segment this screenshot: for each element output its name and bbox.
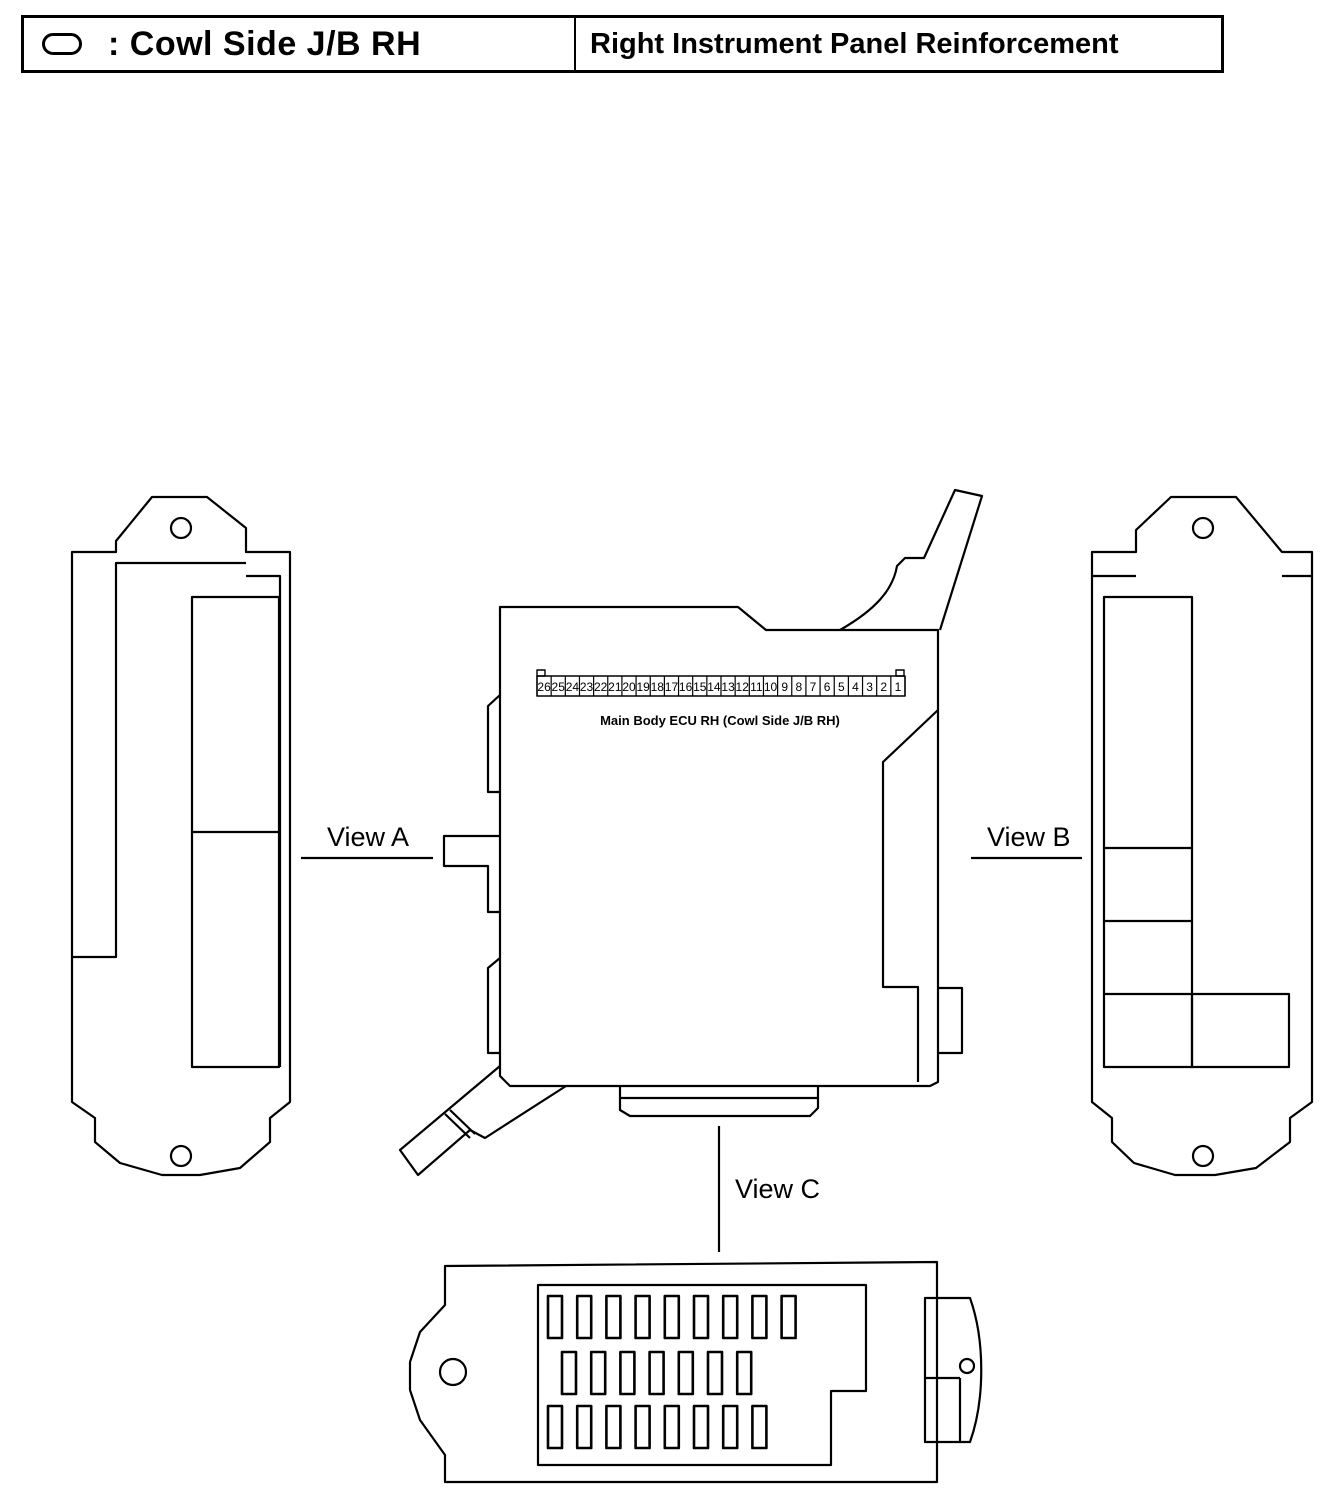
terminal-cavity [751,1404,768,1450]
view-a-drawing [70,495,292,1177]
terminal-cavity [634,1294,651,1340]
terminal-cavity [721,1404,739,1450]
pin-number: 6 [824,680,831,694]
connector-caption: Main Body ECU RH (Cowl Side J/B RH) [600,713,840,728]
oval-marker-icon [42,33,82,55]
pin-number: 1 [895,680,902,694]
view-b-drawing [1090,495,1314,1177]
terminal-cavity [780,1294,797,1340]
pin-number: 9 [781,680,788,694]
pin-number: 12 [736,680,750,694]
terminal-cavity [663,1404,681,1450]
location-cell: Right Instrument Panel Reinforcement [576,18,1221,70]
pin-number: 21 [608,680,622,694]
terminal-cavity [575,1404,593,1450]
terminal-cavity [692,1404,710,1450]
terminal-cavity [619,1350,636,1396]
pin-number: 8 [796,680,803,694]
pin-number: 7 [810,680,817,694]
pin-number: 5 [838,680,845,694]
pin-number: 18 [651,680,665,694]
location-text: Right Instrument Panel Reinforcement [590,27,1119,60]
terminal-cavity [751,1294,768,1340]
pin-number: 20 [622,680,636,694]
terminal-cavity [735,1350,753,1396]
pin-number: 4 [852,680,859,694]
pin-number: 14 [707,680,721,694]
pin-number: 19 [636,680,650,694]
view-b-label: View B [987,822,1071,852]
pin-number: 26 [537,680,551,694]
pin-number: 16 [679,680,693,694]
junction-block-drawing [398,488,984,1177]
legend-header: : Cowl Side J/B RH Right Instrument Pane… [21,15,1224,73]
terminal-cavity [546,1294,564,1340]
view-a-label: View A [327,822,409,852]
terminal-cavity [605,1294,622,1340]
terminal-cavity [589,1350,607,1396]
pin-number: 17 [665,680,679,694]
terminal-cavity [706,1350,724,1396]
pin-number: 10 [764,680,778,694]
pin-number: 15 [693,680,707,694]
pin-number: 25 [552,680,566,694]
pin-number: 23 [580,680,594,694]
terminal-cavity [648,1350,665,1396]
pin-number: 13 [721,680,735,694]
pin-number: 24 [566,680,580,694]
terminal-cavity [605,1404,622,1450]
pin-number: 11 [750,680,763,694]
terminal-cavity [692,1294,710,1340]
view-c-label: View C [735,1174,820,1204]
legend-cell: : Cowl Side J/B RH [24,18,576,70]
terminal-cavity [634,1404,651,1450]
pin-number: 2 [880,680,887,694]
pin-number: 22 [594,680,608,694]
terminal-cavity [663,1294,681,1340]
terminal-cavity [560,1350,578,1396]
terminal-cavity [677,1350,695,1396]
view-c-drawing [408,1260,983,1484]
pin-number: 3 [866,680,873,694]
terminal-cavity [575,1294,593,1340]
terminal-cavity [546,1404,564,1450]
legend-title: : Cowl Side J/B RH [108,24,422,63]
terminal-cavity [721,1294,739,1340]
